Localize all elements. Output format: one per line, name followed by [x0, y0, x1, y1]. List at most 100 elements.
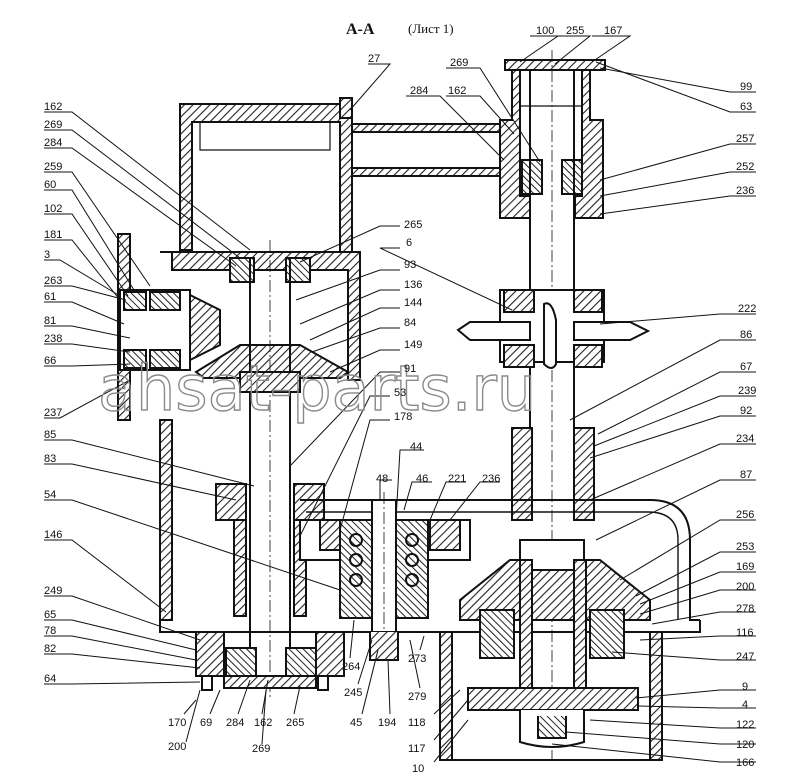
part-label-66: 66 [44, 355, 56, 367]
lower-left-cap [195, 631, 345, 691]
part-label-162-top: 162 [448, 85, 466, 97]
part-label-63: 63 [740, 101, 752, 113]
part-label-45: 45 [350, 717, 362, 729]
part-label-10: 10 [412, 763, 424, 775]
part-label-167: 167 [604, 25, 622, 37]
part-label-69: 69 [200, 717, 212, 729]
part-label-236-mid: 236 [482, 473, 500, 485]
drawing-body [117, 50, 701, 761]
right-upper-housing [499, 59, 606, 219]
part-label-91: 91 [404, 363, 416, 375]
part-label-27: 27 [368, 53, 380, 65]
part-label-255: 255 [566, 25, 584, 37]
part-label-237: 237 [44, 407, 62, 419]
part-label-120: 120 [736, 739, 754, 751]
part-label-264: 264 [342, 661, 360, 673]
part-label-81: 81 [44, 315, 56, 327]
part-label-83: 83 [44, 453, 56, 465]
left-gear-assembly [117, 233, 361, 700]
part-label-256: 256 [736, 509, 754, 521]
part-label-181: 181 [44, 229, 62, 241]
part-label-102: 102 [44, 203, 62, 215]
part-label-245: 245 [344, 687, 362, 699]
part-label-269: 269 [44, 119, 62, 131]
part-label-239: 239 [738, 385, 756, 397]
part-label-269-top: 269 [450, 57, 468, 69]
part-label-284-top: 284 [410, 85, 428, 97]
part-label-284: 284 [44, 137, 62, 149]
part-label-149: 149 [404, 339, 422, 351]
watermark: ahsat-parts.ru [98, 352, 536, 425]
part-label-61: 61 [44, 291, 56, 303]
part-label-178: 178 [394, 411, 412, 423]
part-label-67: 67 [740, 361, 752, 373]
part-labels: 162 269 284 259 60 102 181 3 263 61 81 2… [44, 25, 756, 775]
part-label-78: 78 [44, 625, 56, 637]
part-label-238: 238 [44, 333, 62, 345]
part-label-273: 273 [408, 653, 426, 665]
part-label-118: 118 [408, 717, 426, 729]
part-label-117: 117 [408, 743, 426, 755]
part-label-92: 92 [740, 405, 752, 417]
part-label-53: 53 [394, 387, 406, 399]
shaft-middle-housing [511, 427, 595, 521]
lower-right-gear [439, 539, 663, 761]
part-label-82: 82 [44, 643, 56, 655]
part-label-252: 252 [736, 161, 754, 173]
part-label-93: 93 [404, 259, 416, 271]
part-label-9: 9 [742, 681, 748, 693]
part-label-162: 162 [44, 101, 62, 113]
leader-lines [44, 35, 756, 763]
part-label-86: 86 [740, 329, 752, 341]
part-label-54: 54 [44, 489, 56, 501]
part-label-222: 222 [738, 303, 756, 315]
cross-lever [456, 289, 651, 369]
part-label-221: 221 [448, 473, 466, 485]
drawing-title: А-А (Лист 1) [346, 21, 454, 38]
part-label-46: 46 [416, 473, 428, 485]
part-label-146: 146 [44, 529, 62, 541]
part-label-144: 144 [404, 297, 422, 309]
part-label-85: 85 [44, 429, 56, 441]
part-label-284-bottom: 284 [226, 717, 244, 729]
sheet-label: (Лист 1) [408, 21, 454, 36]
part-label-4: 4 [742, 699, 748, 711]
part-label-99: 99 [740, 81, 752, 93]
part-label-278: 278 [736, 603, 754, 615]
part-label-87: 87 [740, 469, 752, 481]
left-upper-housing [179, 97, 501, 259]
part-label-65: 65 [44, 609, 56, 621]
part-label-265: 265 [404, 219, 422, 231]
part-label-44: 44 [410, 441, 422, 453]
part-label-169: 169 [736, 561, 754, 573]
section-title: А-А [346, 21, 375, 38]
part-label-6: 6 [406, 237, 412, 249]
part-label-200-right: 200 [736, 581, 754, 593]
part-label-84: 84 [404, 317, 416, 329]
part-label-257: 257 [736, 133, 754, 145]
intermediate-gear [299, 492, 471, 661]
part-label-279: 279 [408, 691, 426, 703]
part-label-259: 259 [44, 161, 62, 173]
part-label-162-bottom: 162 [254, 717, 272, 729]
part-label-200-bottom: 200 [168, 741, 186, 753]
part-label-236-top: 236 [736, 185, 754, 197]
part-label-122: 122 [736, 719, 754, 731]
part-label-136: 136 [404, 279, 422, 291]
part-label-194: 194 [378, 717, 396, 729]
part-label-234: 234 [736, 433, 754, 445]
part-label-48: 48 [376, 473, 388, 485]
part-label-253: 253 [736, 541, 754, 553]
part-label-170: 170 [168, 717, 186, 729]
part-label-60: 60 [44, 179, 56, 191]
part-label-166: 166 [736, 757, 754, 769]
part-label-247: 247 [736, 651, 754, 663]
part-label-64: 64 [44, 673, 56, 685]
part-label-269-bottom: 269 [252, 743, 270, 755]
part-label-249: 249 [44, 585, 62, 597]
part-label-265-bottom: 265 [286, 717, 304, 729]
part-label-3: 3 [44, 249, 50, 261]
part-label-263: 263 [44, 275, 62, 287]
part-label-100: 100 [536, 25, 554, 37]
